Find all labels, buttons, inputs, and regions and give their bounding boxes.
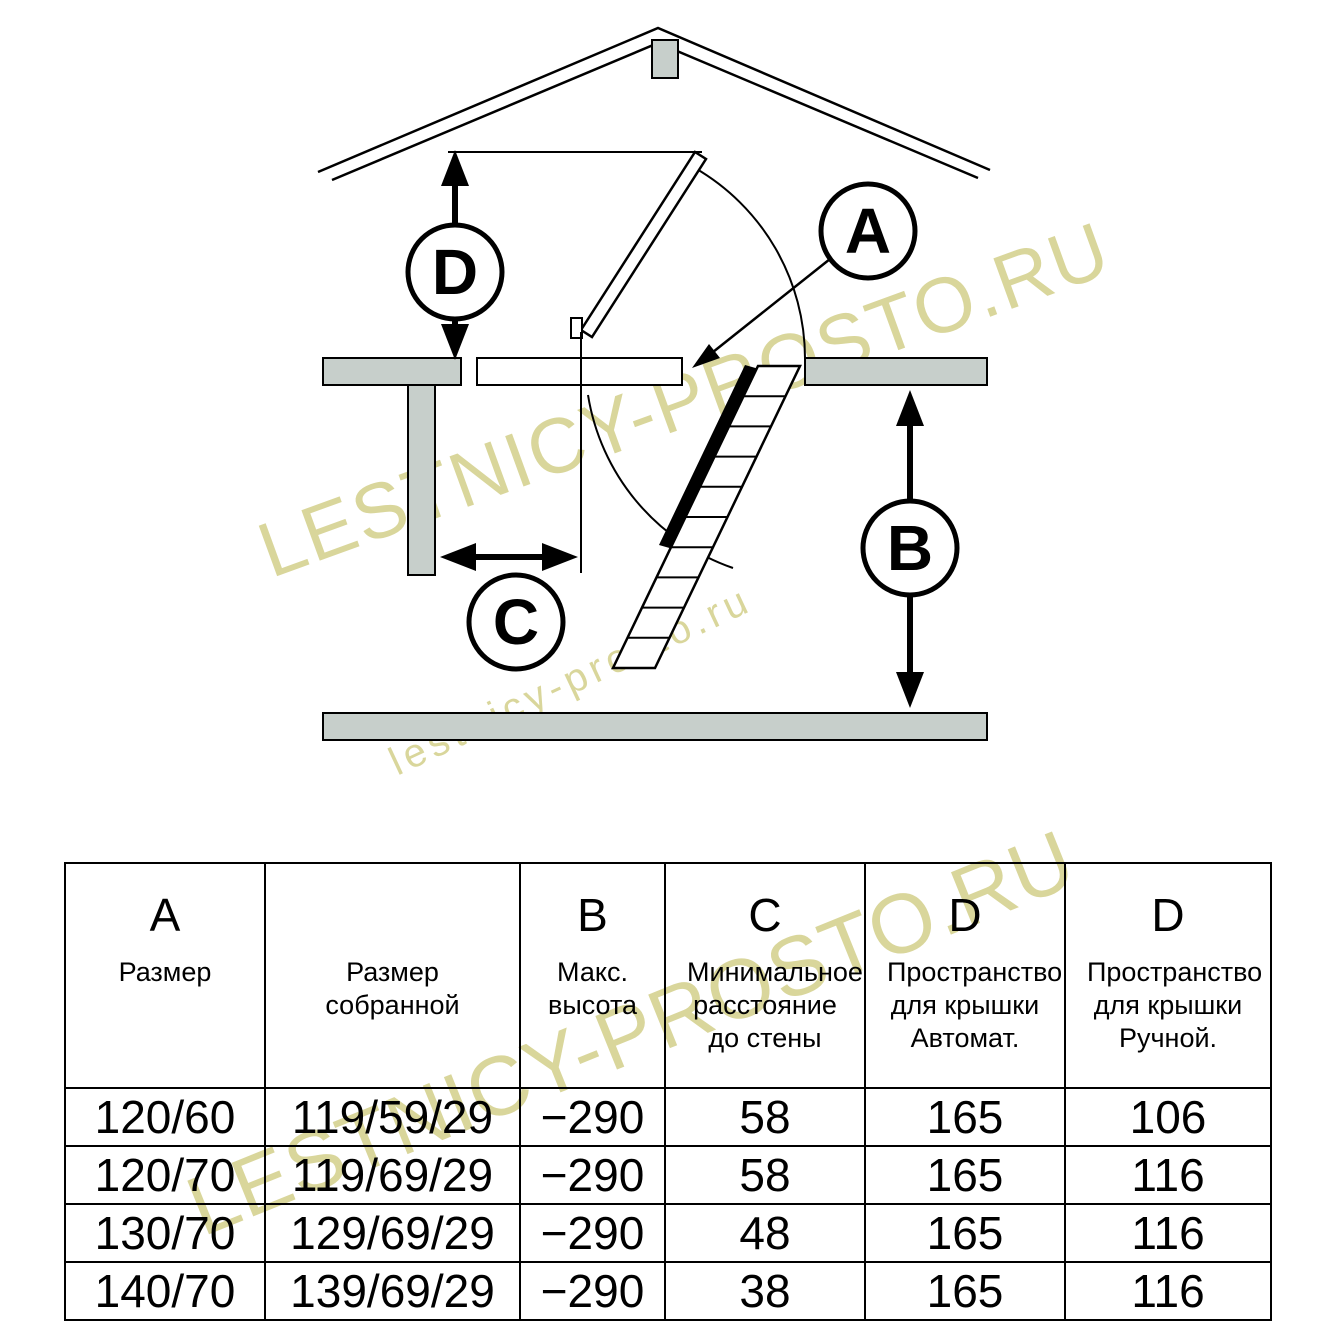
label-c-text: C — [493, 586, 539, 658]
label-a-circle: A — [818, 181, 918, 281]
col-title-assembled: Размер собранной — [325, 957, 460, 1020]
cell-min-wall: 48 — [664, 1203, 866, 1263]
col-letter-a: A — [149, 889, 181, 941]
col-letter-d-auto: D — [948, 889, 982, 941]
cell-lid-auto: 165 — [864, 1087, 1066, 1147]
lower-floor — [322, 712, 988, 741]
cell-lid-manual: 116 — [1064, 1261, 1272, 1321]
open-lid-strip — [659, 365, 759, 549]
col-header-assembled: Размер собранной — [264, 862, 521, 1089]
col-letter-assembled — [267, 890, 518, 956]
table-row: 120/60 119/59/29 −290 58 165 106 — [64, 1087, 1272, 1147]
cell-lid-manual: 106 — [1064, 1087, 1272, 1147]
col-header-lid-auto: D Пространство для крышки Автомат. — [864, 862, 1066, 1089]
diagram-canvas: A D C B — [317, 26, 991, 741]
col-title-max-height: Макс. высота — [547, 957, 638, 1020]
label-d-circle: D — [405, 222, 505, 322]
label-b-text: B — [887, 512, 933, 584]
lid-hinge — [570, 317, 583, 339]
col-title-lid-manual: Пространство для крышки Ручной. — [1087, 957, 1263, 1053]
col-letter-d-manual: D — [1151, 889, 1185, 941]
attic-ladder-diagram: A D C B — [317, 26, 991, 741]
table-row: 140/70 139/69/29 −290 38 165 116 — [64, 1261, 1272, 1321]
folding-ladder — [611, 364, 802, 670]
table-header-row: A Размер Размер собранной B Макс. высота… — [64, 862, 1272, 1089]
cell-lid-auto: 165 — [864, 1145, 1066, 1205]
cell-assembled: 129/69/29 — [264, 1203, 521, 1263]
col-header-min-wall: C Минимальное расстояние до стены — [664, 862, 866, 1089]
roof — [317, 26, 991, 182]
col-title-min-wall: Минимальное расстояние до стены — [687, 957, 863, 1053]
attic-floor — [322, 357, 988, 576]
cell-min-wall: 38 — [664, 1261, 866, 1321]
cell-lid-auto: 165 — [864, 1261, 1066, 1321]
dimensions-table-area: A Размер Размер собранной B Макс. высота… — [64, 862, 1272, 1321]
dimension-c-arrow — [440, 543, 578, 571]
cell-assembled: 119/69/29 — [264, 1145, 521, 1205]
cell-size: 120/70 — [64, 1145, 266, 1205]
cell-min-wall: 58 — [664, 1087, 866, 1147]
col-header-lid-manual: D Пространство для крышки Ручной. — [1064, 862, 1272, 1089]
table-row: 120/70 119/69/29 −290 58 165 116 — [64, 1145, 1272, 1205]
ladder-rungs — [627, 395, 786, 639]
col-letter-c: C — [748, 889, 782, 941]
cell-size: 140/70 — [64, 1261, 266, 1321]
cell-assembled: 119/59/29 — [264, 1087, 521, 1147]
hatch-frame — [476, 357, 683, 386]
wall-below-hatch — [407, 384, 436, 576]
cell-assembled: 139/69/29 — [264, 1261, 521, 1321]
label-c-circle: C — [466, 572, 566, 672]
col-header-max-height: B Макс. высота — [519, 862, 666, 1089]
label-d-text: D — [432, 236, 478, 308]
label-a-leader — [692, 258, 831, 368]
cell-max-height: −290 — [519, 1087, 666, 1147]
dimensions-table: A Размер Размер собранной B Макс. высота… — [64, 862, 1272, 1321]
col-title-size: Размер — [118, 957, 212, 987]
col-header-size: A Размер — [64, 862, 266, 1089]
roof-ridge-block — [651, 39, 679, 79]
hatch-lid — [570, 150, 708, 339]
cell-max-height: −290 — [519, 1261, 666, 1321]
cell-min-wall: 58 — [664, 1145, 866, 1205]
cell-size: 130/70 — [64, 1203, 266, 1263]
cell-lid-manual: 116 — [1064, 1203, 1272, 1263]
cell-lid-manual: 116 — [1064, 1145, 1272, 1205]
cell-max-height: −290 — [519, 1145, 666, 1205]
col-title-lid-auto: Пространство для крышки Автомат. — [887, 957, 1063, 1053]
label-a-text: A — [845, 195, 891, 267]
label-b-circle: B — [860, 498, 960, 598]
col-letter-b: B — [577, 889, 608, 941]
cell-max-height: −290 — [519, 1203, 666, 1263]
cell-lid-auto: 165 — [864, 1203, 1066, 1263]
cell-size: 120/60 — [64, 1087, 266, 1147]
table-row: 130/70 129/69/29 −290 48 165 116 — [64, 1203, 1272, 1263]
